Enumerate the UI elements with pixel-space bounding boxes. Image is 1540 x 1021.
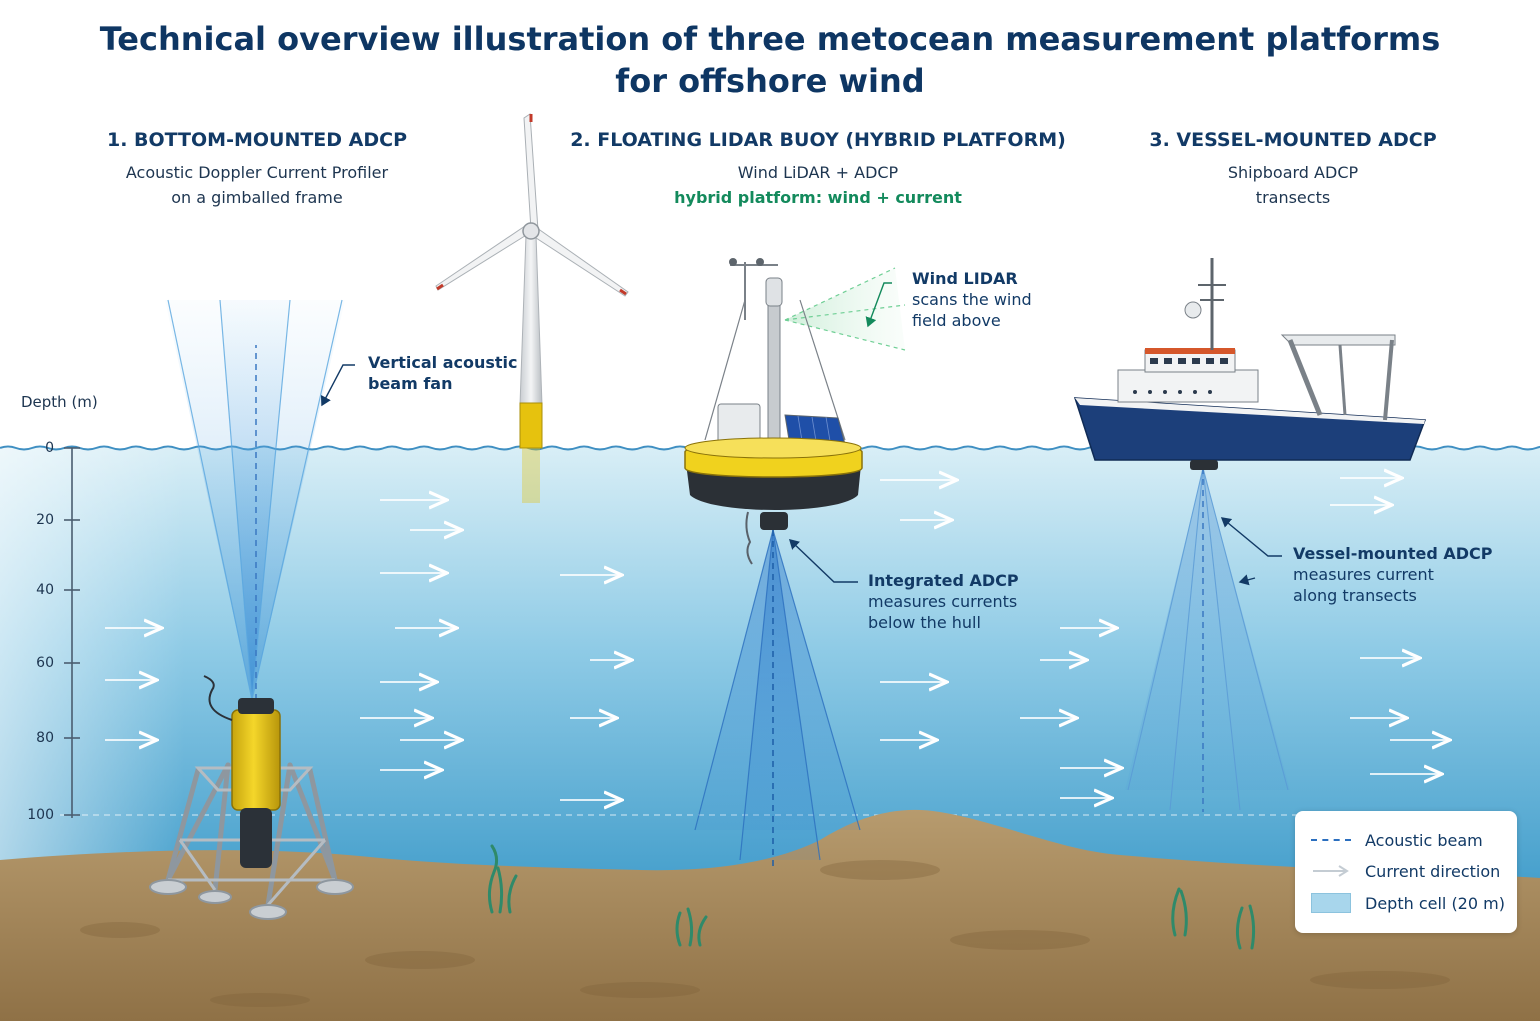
depth-tick-60: 60 (36, 655, 54, 671)
legend-item-current-direction: Current direction (1311, 858, 1500, 884)
research-vessel (1073, 258, 1427, 470)
callout-wind-lidar-line-1: Wind LIDAR (912, 269, 1018, 288)
legend-label-depth-cell: Depth cell (20 m) (1365, 893, 1505, 913)
figure-title-line-1: Technical overview illustration of three… (99, 20, 1441, 58)
platform-3-subtitle-1: Shipboard ADCP (1227, 163, 1359, 182)
figure-title-line-2: for offshore wind (615, 62, 925, 100)
callout-beam-fan: Vertical acoustic beam fan (368, 352, 518, 394)
callout-integrated-adcp-line-2: measures currents (868, 592, 1018, 611)
legend-label-acoustic-beam: Acoustic beam (1365, 830, 1483, 850)
legend-swatch-arrow-icon (1311, 861, 1351, 881)
platform-1-subtitle-2: on a gimballed frame (171, 188, 343, 207)
platform-1-heading: 1. BOTTOM-MOUNTED ADCP (106, 129, 408, 151)
callout-integrated-adcp: Integrated ADCP measures currents below … (868, 570, 1019, 633)
depth-tick-100: 100 (27, 807, 54, 823)
callout-vessel-adcp-line-2: measures current (1293, 565, 1434, 584)
wind-turbine (435, 113, 629, 503)
lidar-scan-fan (784, 267, 906, 351)
platform-2-subtitle-1: Wind LiDAR + ADCP (737, 163, 899, 182)
depth-tick-80: 80 (36, 730, 54, 746)
bottom-adcp-frame (149, 675, 354, 920)
buoy-adcp-beams (694, 529, 861, 868)
callout-vessel-adcp-line-1: Vessel-mounted ADCP (1293, 544, 1493, 563)
depth-tick-0: 0 (45, 440, 54, 456)
callout-integrated-adcp-line-1: Integrated ADCP (868, 571, 1019, 590)
callout-vessel-adcp-line-3: along transects (1293, 586, 1417, 605)
platform-1-subtitle-1: Acoustic Doppler Current Profiler (125, 163, 389, 182)
legend-item-depth-cell: Depth cell (20 m) (1311, 890, 1505, 916)
callout-beam-fan-line-2: beam fan (368, 374, 453, 393)
vessel-adcp-beams (1125, 467, 1290, 812)
callout-wind-lidar: Wind LIDAR scans the wind field above (912, 268, 1032, 331)
callout-leaders (320, 282, 1282, 586)
seabed (0, 809, 1540, 1021)
depth-axis (64, 447, 80, 818)
seabed-texture (80, 860, 1450, 1007)
callout-wind-lidar-line-2: scans the wind (912, 290, 1032, 309)
platform-2-heading: 2. FLOATING LIDAR BUOY (HYBRID PLATFORM) (570, 129, 1066, 151)
current-arrows (105, 478, 1448, 800)
seaweed (487, 844, 1256, 950)
callout-beam-fan-line-1: Vertical acoustic (368, 353, 518, 372)
lidar-buoy (684, 258, 863, 565)
platform-3-subtitle-2: transects (1255, 188, 1331, 207)
platform-3-heading: 3. VESSEL-MOUNTED ADCP (1149, 129, 1437, 151)
legend-item-acoustic-beam: Acoustic beam (1311, 827, 1483, 853)
legend-label-current-direction: Current direction (1365, 861, 1501, 881)
depth-axis-label: Depth (m) (21, 393, 98, 411)
depth-tick-20: 20 (36, 512, 54, 528)
callout-integrated-adcp-line-3: below the hull (868, 613, 981, 632)
legend-swatch-depth-cell (1311, 893, 1351, 913)
legend-swatch-dashed-line (1311, 830, 1351, 850)
callout-wind-lidar-line-3: field above (912, 311, 1001, 330)
bottom-adcp-beams (165, 299, 345, 701)
depth-tick-40: 40 (36, 582, 54, 598)
platform-2-subtitle-2: hybrid platform: wind + current (674, 188, 962, 207)
legend: Acoustic beam Current direction Depth ce… (1295, 811, 1517, 933)
callout-vessel-adcp: Vessel-mounted ADCP measures current alo… (1293, 543, 1492, 606)
